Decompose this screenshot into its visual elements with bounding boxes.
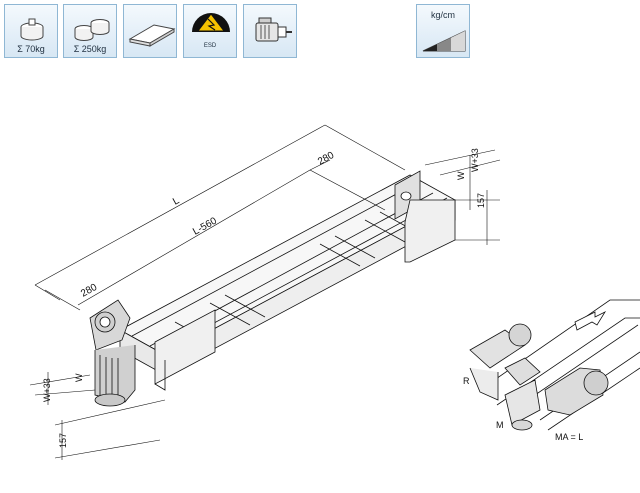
right-width-dimension: W	[456, 171, 466, 180]
right-height-dimension: 157	[476, 193, 486, 208]
load-per-length-tile: kg/cm	[416, 4, 470, 58]
inner-length-dimension: L-560	[191, 215, 219, 237]
flat-belt-icon	[128, 24, 176, 47]
detail-label-r: R	[463, 376, 470, 386]
left-width-plus-dimension: W+33	[42, 378, 52, 402]
load-250kg-tile: Σ 250kg	[63, 4, 117, 58]
length-dimension: L	[171, 195, 182, 208]
double-weight-icon	[74, 19, 110, 41]
left-end-dimension: 280	[79, 282, 99, 300]
flat-belt-tile	[123, 4, 177, 58]
dimension-lines	[29, 124, 501, 460]
load-70kg-tile: Σ 70kg	[4, 4, 58, 58]
single-weight-icon	[20, 18, 44, 41]
esd-tile: ESD	[183, 4, 237, 58]
detail-label-ma: MA = L	[555, 432, 583, 442]
drive-motor	[89, 299, 136, 407]
load-unit-label: kg/cm	[430, 10, 455, 20]
left-height-dimension: 157	[58, 433, 68, 448]
motor-icon	[255, 17, 292, 42]
detail-label-m: M	[496, 420, 504, 430]
motor-tile	[243, 4, 297, 58]
esd-icon	[192, 13, 230, 32]
load-ramp-icon	[422, 30, 466, 52]
right-end-dimension: 280	[316, 150, 336, 168]
drive-variant-detail	[469, 299, 640, 431]
load-250kg-label: Σ 250kg	[73, 44, 107, 54]
left-width-dimension: W	[74, 373, 84, 382]
right-width-plus-dimension: W+33	[470, 148, 480, 172]
load-70kg-label: Σ 70kg	[17, 44, 45, 54]
conveyor-frame	[119, 170, 456, 391]
esd-label: ESD	[203, 43, 217, 49]
